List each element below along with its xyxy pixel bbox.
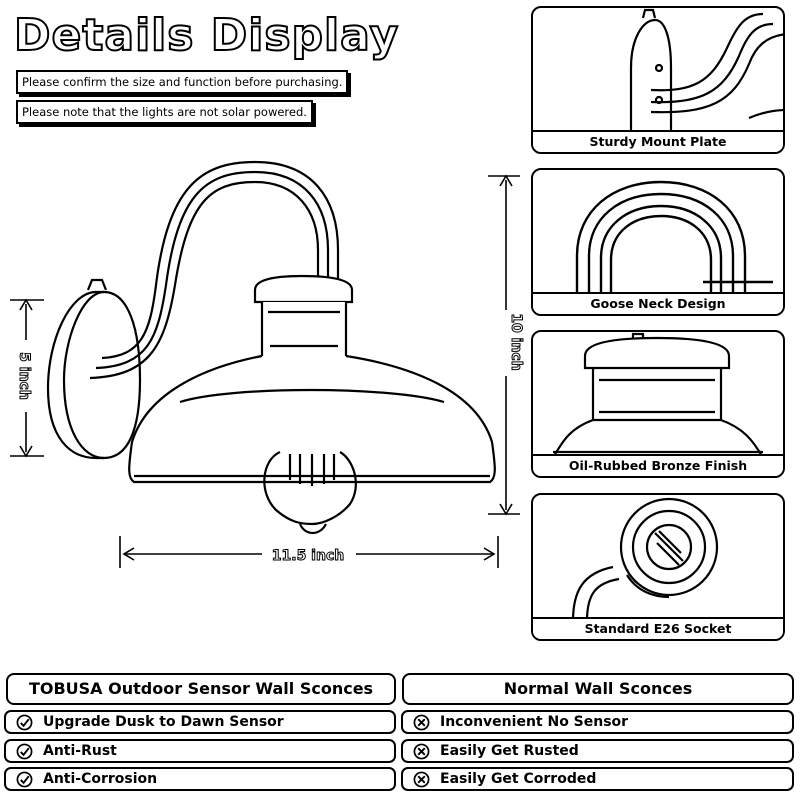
comparison-header-normal: Normal Wall Sconces [402,673,794,705]
comparison-header-tobusa: TOBUSA Outdoor Sensor Wall Sconces [6,673,396,705]
panel-label: Sturdy Mount Plate [533,130,783,152]
height-dimension-label: 10 inch [508,313,524,370]
detail-panel-goose-neck: Goose Neck Design [531,168,785,316]
comparison-row-tobusa: Anti-Rust [4,739,396,763]
check-circle-icon [16,771,33,787]
mount-plate-icon [629,8,783,134]
plate-dimension-label: 5 inch [16,352,32,400]
page-title: Details Display [13,9,400,62]
e26-socket-icon [571,497,719,621]
comparison-row-label: Easily Get Corroded [440,771,597,787]
detail-panel-finish: Oil-Rubbed Bronze Finish [531,330,785,478]
cross-circle-icon [413,771,430,787]
panel-label: Oil-Rubbed Bronze Finish [533,454,783,476]
check-circle-icon [16,714,33,730]
detail-panel-socket: Standard E26 Socket [531,493,785,641]
comparison-row-normal: Easily Get Rusted [401,739,794,763]
check-circle-icon [16,743,33,759]
cross-circle-icon [413,714,430,730]
panel-label: Goose Neck Design [533,292,783,314]
comparison-row-label: Upgrade Dusk to Dawn Sensor [43,714,284,730]
comparison-row-normal: Easily Get Corroded [401,767,794,791]
comparison-row-label: Anti-Corrosion [43,771,158,787]
comparison-row-normal: Inconvenient No Sensor [401,710,794,734]
comparison-row-label: Anti-Rust [43,743,117,759]
width-dimension-label: 11.5 inch [272,548,344,564]
detail-panel-mount-plate: Sturdy Mount Plate [531,6,785,154]
comparison-row-tobusa: Upgrade Dusk to Dawn Sensor [4,710,396,734]
comparison-row-label: Inconvenient No Sensor [440,714,629,730]
panel-label: Standard E26 Socket [533,617,783,639]
comparison-row-tobusa: Anti-Corrosion [4,767,396,791]
wall-sconce-illustration: 11.5 inch 10 inch 5 inch [10,160,525,568]
cross-circle-icon [413,743,430,759]
lamp-shade-icon [552,332,764,458]
goose-neck-icon [575,180,773,296]
solar-note: Please note that the lights are not sola… [16,100,313,124]
comparison-row-label: Easily Get Rusted [440,743,579,759]
purchase-note: Please confirm the size and function bef… [16,70,349,94]
